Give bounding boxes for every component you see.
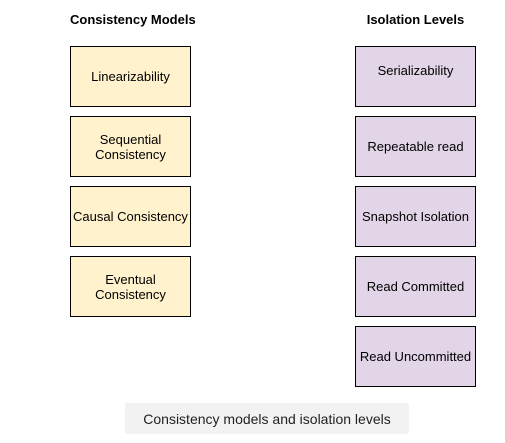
figure-caption-text: Consistency models and isolation levels — [143, 410, 391, 427]
repeatable-read-label: Repeatable read — [367, 139, 464, 154]
figure-caption: Consistency models and isolation levels — [125, 403, 409, 434]
causal-consistency-label: Causal Consistency — [73, 209, 188, 224]
causal-consistency-box: Causal Consistency — [70, 186, 191, 247]
read-committed-label: Read Committed — [366, 279, 465, 294]
isolation-levels-title: Isolation Levels — [366, 12, 465, 27]
repeatable-read-box: Repeatable read — [355, 116, 476, 177]
eventual-consistency-box: Eventual Consistency — [70, 256, 191, 317]
read-committed-box: Read Committed — [355, 256, 476, 317]
serializability-box: Serializability — [355, 46, 476, 107]
read-uncommitted-box: Read Uncommitted — [355, 326, 476, 387]
linearizability-box: Linearizability — [70, 46, 191, 107]
sequential-consistency-box: Sequential Consistency — [70, 116, 191, 177]
snapshot-isolation-label: Snapshot Isolation — [362, 209, 469, 224]
sequential-consistency-label: Sequential Consistency — [95, 131, 166, 162]
linearizability-label: Linearizability — [91, 69, 170, 84]
serializability-label: Serializability — [377, 63, 454, 78]
read-uncommitted-label: Read Uncommitted — [359, 349, 472, 364]
eventual-consistency-label: Eventual Consistency — [95, 271, 166, 302]
consistency-models-title: Consistency Models — [70, 12, 196, 27]
snapshot-isolation-box: Snapshot Isolation — [355, 186, 476, 247]
